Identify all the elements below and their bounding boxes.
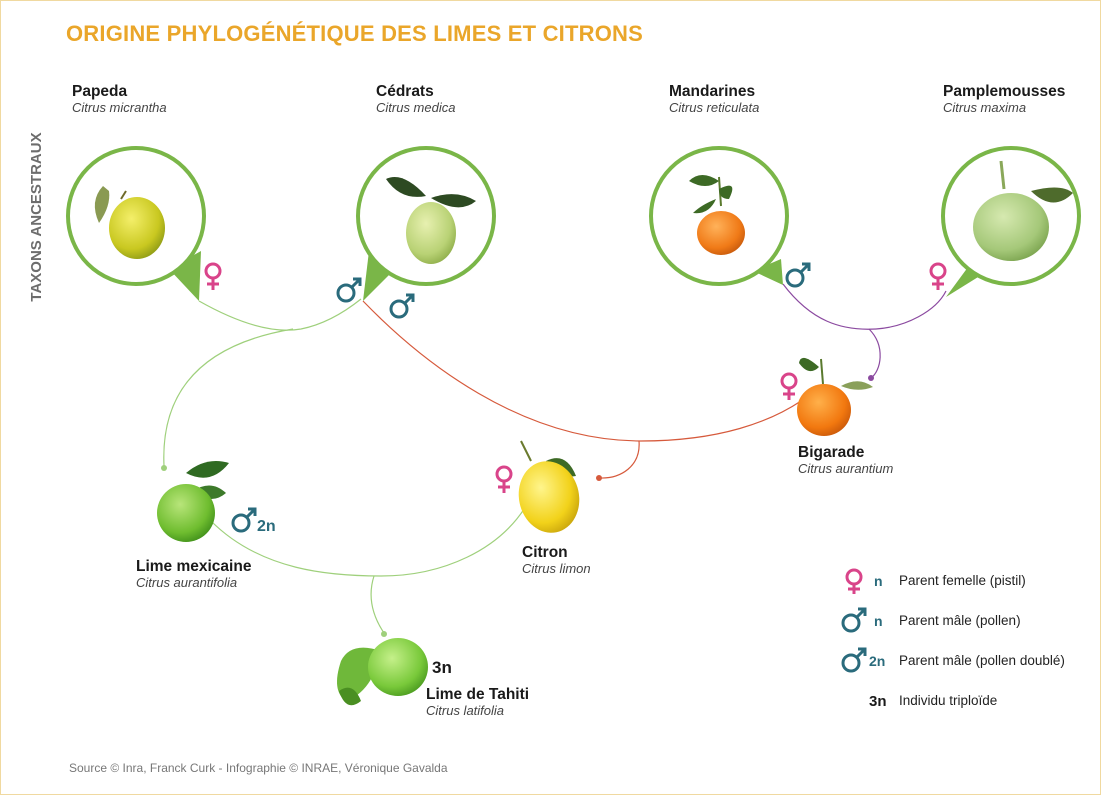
papeda-circle [66,146,206,301]
citron-fruit-icon [518,461,580,533]
pamplemousse-fruit-icon [973,193,1049,261]
legend-item-male: n Parent mâle (pollen) [839,607,1089,635]
male-symbol-cedrat-2 [389,293,415,319]
citron-fruit [518,440,580,533]
link-lime-citron [210,500,530,577]
female-symbol-bigarade [780,372,798,400]
bigarade-fruit [797,357,873,436]
legend: n Parent femelle (pistil) n Parent mâle … [839,567,1089,717]
link-to-tahiti [370,575,385,634]
label-cedrats: Cédrats Citrus medica [376,83,456,115]
label-mandarines: Mandarines Citrus reticulata [669,83,760,115]
legend-item-male-doubled: 2n Parent mâle (pollen doublé) [839,647,1089,675]
mandarine-circle [649,146,789,286]
label-lime-mexicaine: Lime mexicaine Citrus aurantifolia [136,558,252,590]
cedrat-circle [356,146,496,301]
lime-mexicaine-ploidy: 2n [257,518,276,535]
mandarine-fruit-icon [697,211,745,255]
male-symbol-icon [841,647,867,673]
link-to-lime-mexicaine [163,328,294,467]
leaf-icon [693,199,716,214]
female-symbol-icon [845,568,863,594]
leaf-icon [431,194,476,208]
lime-tahiti-ploidy: 3n [432,658,452,677]
male-symbol-cedrat-1 [336,277,362,303]
leaf-icon [799,357,819,372]
leaf-icon [719,185,733,199]
page-title: ORIGINE PHYLOGÉNÉTIQUE DES LIMES ET CITR… [66,21,643,46]
leaf-icon [841,381,873,390]
label-pamplemousses: Pamplemousses Citrus maxima [943,83,1066,115]
male-symbol-mandarine [785,262,811,288]
female-symbol-pamplemousse [929,262,947,290]
label-citron: Citron Citrus limon [522,544,591,576]
leaf-icon [386,177,426,197]
link-papeda-cedrat [198,298,362,331]
male-symbol-icon [841,607,867,633]
link-mandarine-pomelo [782,283,947,330]
legend-item-female: n Parent femelle (pistil) [839,567,1089,595]
link-to-citron [598,440,640,479]
leaf-icon [1031,187,1073,203]
female-symbol-citron [495,465,513,493]
label-papeda: Papeda Citrus micrantha [72,83,167,115]
link-cedrat-bigarade [362,300,802,442]
label-lime-tahiti: Lime de Tahiti Citrus latifolia [426,686,530,718]
tahiti-fruit-icon [368,638,428,696]
papeda-fruit-icon [109,197,165,259]
link-to-bigarade [868,328,881,379]
leaf-icon [186,460,229,478]
legend-item-triploid: 3n Individu triploïde [869,693,998,710]
male-symbol-lime-mexicaine [231,507,257,533]
female-symbol-papeda [204,262,222,290]
label-bigarade: Bigarade Citrus aurantium [798,444,894,476]
lime-fruit-icon [157,484,215,542]
lime-mexicaine-fruit [157,460,229,542]
lime-tahiti-fruit [337,638,428,706]
leaf-icon [94,186,110,223]
pamplemousse-circle [941,146,1081,297]
source-credit: Source © Inra, Franck Curk - Infographie… [69,761,448,775]
leaf-icon [339,687,361,706]
cedrat-fruit-icon [406,202,456,264]
leaf-icon [689,175,719,186]
bigarade-fruit-icon [797,384,851,436]
